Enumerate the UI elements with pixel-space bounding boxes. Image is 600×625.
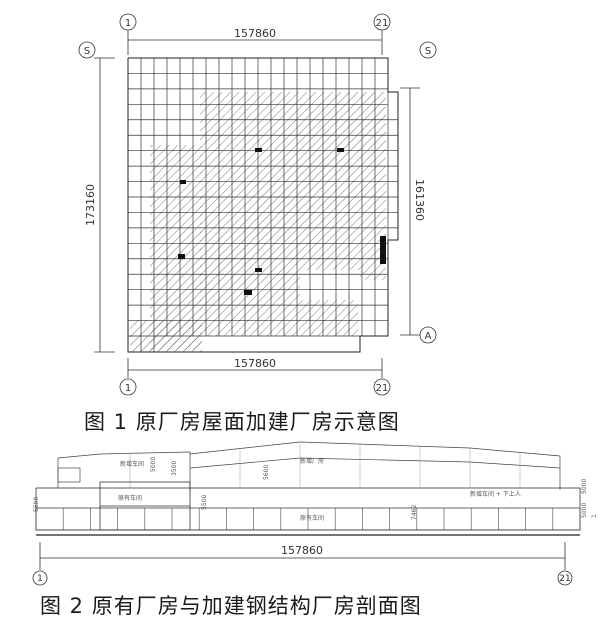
svg-text:1: 1 (37, 574, 43, 584)
figure-1-caption: 图 1 原厂房屋面加建厂房示意图 (84, 410, 400, 434)
svg-text:21: 21 (376, 383, 389, 394)
height-label-2: 3500 (171, 461, 178, 476)
svg-text:21: 21 (376, 18, 389, 29)
height-label-1: 5000 (150, 457, 157, 472)
axis-bubble-section-left: 1 (32, 570, 48, 586)
axis-bubble-top-left: 1 (119, 13, 137, 31)
svg-text:1: 1 (125, 18, 131, 29)
svg-text:21: 21 (559, 574, 570, 584)
top-dimension-line (127, 30, 383, 55)
left-dimension-line (94, 57, 115, 353)
axis-bubble-section-right: 21 (557, 570, 573, 586)
room-label-1: 新增车间 (120, 460, 144, 468)
height-label-5: 7462 (411, 505, 418, 520)
room-label-2: 新增厂房 (300, 457, 324, 465)
mezzanine-block (99, 481, 191, 531)
axis-bubble-right-top: S (419, 41, 437, 59)
original-building-columns (35, 508, 581, 530)
axis-bubble-top-right: 21 (373, 13, 391, 31)
bottom-dimension-label: 157860 (234, 357, 276, 370)
room-label-0: 原有车间 (118, 494, 142, 502)
section-dimension-line (39, 542, 566, 570)
figure-2-caption: 图 2 原有厂房与加建钢结构厂房剖面图 (40, 594, 422, 618)
height-label-0: 5500 (33, 497, 40, 512)
height-label-7: 5000 (581, 503, 588, 518)
svg-text:A: A (425, 331, 432, 342)
column-grid (127, 57, 398, 352)
new-building-frames (129, 444, 521, 488)
height-label-6: 5000 (581, 479, 588, 494)
axis-bubble-right-bottom: A (419, 326, 437, 344)
column-markers (178, 148, 386, 295)
plan-outline (127, 57, 399, 353)
right-dimension-line (400, 87, 420, 336)
height-label-8: 1 (591, 514, 598, 518)
svg-text:S: S (425, 46, 431, 57)
roof-plan-figure: 157860 1 21 S S A 173160 161360 (78, 13, 437, 396)
bottom-dimension-line (127, 358, 383, 378)
svg-text:S: S (84, 46, 90, 57)
section-dimension-label: 157860 (281, 544, 323, 557)
left-dimension-label: 173160 (84, 184, 97, 226)
room-label-3: 原有车间 (300, 514, 324, 522)
axis-bubble-bottom-right: 21 (373, 378, 391, 396)
height-label-4: 5600 (263, 465, 270, 480)
axis-bubble-left-top: S (78, 41, 96, 59)
axis-bubble-bottom-left: 1 (119, 378, 137, 396)
room-label-4: 新增车间 + 下上人 (470, 490, 521, 498)
section-figure: 原有车间 新增车间 新增厂房 原有车间 新增车间 + 下上人 5500 5000… (32, 441, 598, 586)
right-dimension-label: 161360 (413, 179, 426, 221)
top-dimension-label: 157860 (234, 27, 276, 40)
svg-text:1: 1 (125, 383, 131, 394)
height-label-3: 5500 (201, 495, 208, 510)
